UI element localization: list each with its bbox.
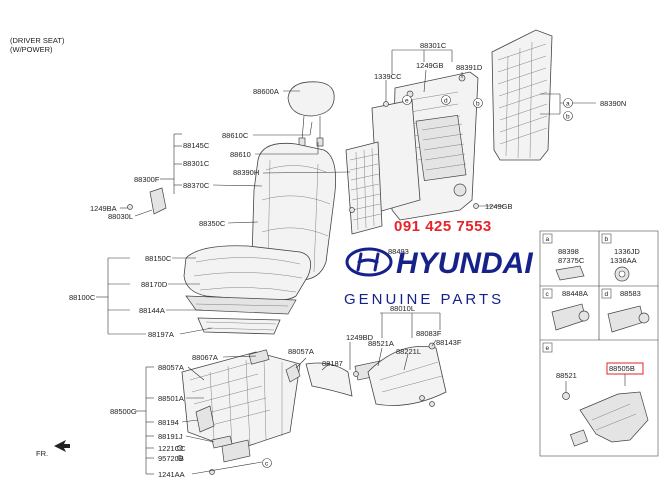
label-88194: 88194 bbox=[158, 418, 179, 427]
label-1221CC: 1221CC bbox=[158, 444, 186, 453]
label-88057A-b: 88057A bbox=[288, 347, 314, 356]
box-e-part2: 88505B bbox=[609, 364, 635, 373]
front-direction: FR. bbox=[36, 440, 70, 458]
seat-track-assembly bbox=[177, 349, 301, 475]
label-1241AA: 1241AA bbox=[158, 470, 185, 479]
label-88391D: 88391D bbox=[456, 63, 483, 72]
callout-e-top: e bbox=[405, 98, 409, 105]
label-1249GB-b: 1249GB bbox=[485, 202, 513, 211]
watermark-brand: HYUNDAI bbox=[396, 247, 533, 280]
clip-icon bbox=[555, 265, 585, 281]
label-88521A: 88521A bbox=[368, 339, 394, 348]
label-88390H: 88390H bbox=[233, 168, 259, 177]
label-88100C: 88100C bbox=[69, 293, 96, 302]
header-line1: (DRIVER SEAT) bbox=[10, 36, 65, 45]
box-d-letter: d bbox=[605, 291, 609, 298]
label-88170D: 88170D bbox=[141, 280, 168, 289]
side-shield bbox=[285, 342, 447, 407]
label-88187: 88187 bbox=[322, 359, 343, 368]
label-88300F: 88300F bbox=[134, 175, 160, 184]
label-1249GB-a: 1249GB bbox=[416, 61, 444, 70]
seat-cushion bbox=[183, 245, 312, 335]
hyundai-logo-icon bbox=[345, 247, 393, 277]
back-trim-cover bbox=[491, 29, 553, 161]
label-88145C: 88145C bbox=[183, 141, 210, 150]
seatback-pad bbox=[345, 99, 421, 235]
label-88144A: 88144A bbox=[139, 306, 165, 315]
arrow-icon bbox=[54, 440, 70, 452]
part-labels: 88600A 88610C 88145C 88610 88301C 88300F… bbox=[69, 41, 626, 479]
label-88301C-b: 88301C bbox=[420, 41, 447, 50]
label-88197A: 88197A bbox=[148, 330, 174, 339]
box-a-part1: 88398 bbox=[558, 247, 579, 256]
label-88610: 88610 bbox=[230, 150, 251, 159]
label-88301C-a: 88301C bbox=[183, 159, 210, 168]
label-1249BD: 1249BD bbox=[346, 333, 374, 342]
headrest bbox=[287, 81, 335, 147]
callout-circles: e d b a b c bbox=[262, 95, 573, 468]
label-95720B: 95720B bbox=[158, 454, 184, 463]
seatback-cushion bbox=[127, 142, 337, 281]
label-88150C: 88150C bbox=[145, 254, 172, 263]
label-88221L: 88221L bbox=[396, 347, 421, 356]
parts-detail-box: a 88398 87375C b 1336JD 1336AA c 88448A … bbox=[539, 230, 659, 457]
label-88610C: 88610C bbox=[222, 131, 249, 140]
watermark-tagline: GENUINE PARTS bbox=[344, 291, 504, 308]
box-a-letter: a bbox=[546, 236, 550, 243]
label-88600A: 88600A bbox=[253, 87, 279, 96]
box-a-part2: 87375C bbox=[558, 256, 585, 265]
box-e-part1: 88521 bbox=[556, 371, 577, 380]
callout-b-top: b bbox=[476, 101, 480, 108]
box-b-part2: 1336AA bbox=[610, 256, 637, 265]
label-88083F: 88083F bbox=[416, 329, 442, 338]
label-88143F: 88143F bbox=[436, 338, 462, 347]
label-88390N: 88390N bbox=[600, 99, 626, 108]
box-c-letter: c bbox=[546, 291, 550, 298]
box-c-part1: 88448A bbox=[562, 289, 588, 298]
watermark-phone: 091 425 7553 bbox=[394, 218, 492, 235]
label-88057A-a: 88057A bbox=[158, 363, 184, 372]
box-e-letter: e bbox=[546, 345, 550, 352]
label-88030L: 88030L bbox=[108, 212, 133, 221]
fasteners bbox=[349, 101, 479, 213]
washer-icon bbox=[562, 392, 570, 400]
box-b-letter: b bbox=[605, 236, 609, 243]
label-88191J: 88191J bbox=[158, 432, 183, 441]
label-88500G: 88500G bbox=[110, 407, 137, 416]
callout-d-top: d bbox=[444, 98, 448, 105]
label-88501A: 88501A bbox=[158, 394, 184, 403]
callout-a-right: a bbox=[566, 101, 570, 108]
label-88350C: 88350C bbox=[199, 219, 226, 228]
label-88370C: 88370C bbox=[183, 181, 210, 190]
label-88067A: 88067A bbox=[192, 353, 218, 362]
watermark: 091 425 7553 HYUNDAI GENUINE PARTS bbox=[344, 218, 533, 308]
label-1249BA: 1249BA bbox=[90, 204, 117, 213]
label-88493: 88493 bbox=[388, 247, 409, 256]
box-b-part1: 1336JD bbox=[614, 247, 640, 256]
direction-label: FR. bbox=[36, 449, 48, 458]
label-88010L: 88010L bbox=[390, 304, 415, 313]
callout-c-bottom: c bbox=[265, 461, 269, 468]
callout-b-right: b bbox=[566, 114, 570, 121]
header-line2: (W/POWER) bbox=[10, 45, 53, 54]
box-d-part1: 88583 bbox=[620, 289, 641, 298]
label-1339CC: 1339CC bbox=[374, 72, 402, 81]
leader-lines bbox=[96, 49, 596, 475]
